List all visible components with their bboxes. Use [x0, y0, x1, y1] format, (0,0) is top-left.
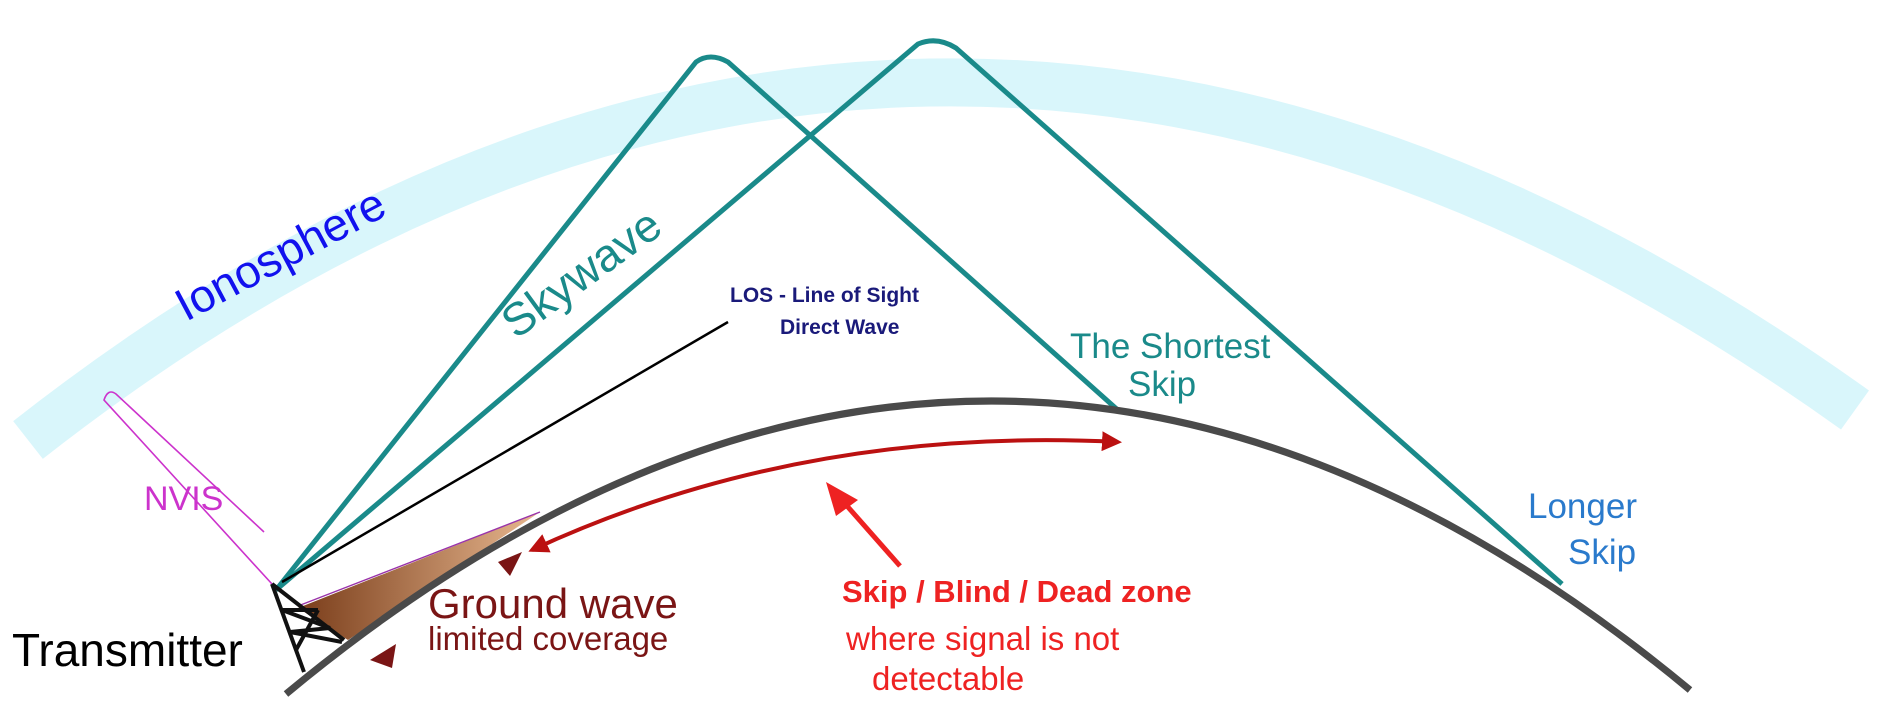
los-direct-wave-line — [281, 320, 729, 584]
nvis-label: NVIS — [144, 480, 223, 518]
ground-wave-wedge — [298, 512, 540, 640]
skip-zone-pointer-line — [838, 496, 902, 568]
skip-zone-pointer-head — [826, 482, 858, 516]
skywave-longer-skip-path — [274, 38, 1564, 592]
ground-wave-arrowhead-lower — [370, 644, 396, 668]
shortest-skip-label-line1: The Shortest — [1070, 327, 1271, 366]
ground-wave-label-line1: Ground wave — [428, 580, 678, 627]
ground-wave-arrowhead-upper — [498, 552, 522, 576]
shortest-skip-label-line2: Skip — [1128, 365, 1196, 404]
ground-wave-edge — [297, 511, 541, 607]
skip-zone-double-arrow — [528, 431, 1122, 553]
longer-skip-label-line2: Skip — [1568, 533, 1636, 572]
skywave-shortest-skip-path — [274, 54, 1122, 592]
los-label-line1: LOS - Line of Sight — [730, 284, 919, 307]
longer-skip-label-line1: Longer — [1528, 487, 1637, 526]
transmitter-label: Transmitter — [12, 624, 243, 676]
nvis-beam — [103, 391, 273, 585]
los-label-line2: Direct Wave — [780, 316, 899, 339]
skip-zone-title: Skip / Blind / Dead zone — [842, 574, 1192, 609]
transmitter-tower-icon — [270, 582, 346, 673]
skip-zone-desc-line1: where signal is not — [845, 620, 1119, 657]
skip-zone-desc-line2: detectable — [872, 660, 1024, 697]
ground-wave-label-line2: limited coverage — [428, 620, 668, 657]
ionosphere-band — [13, 58, 1869, 459]
earth-surface — [283, 397, 1693, 697]
skywave-label: Skywave — [491, 198, 670, 348]
